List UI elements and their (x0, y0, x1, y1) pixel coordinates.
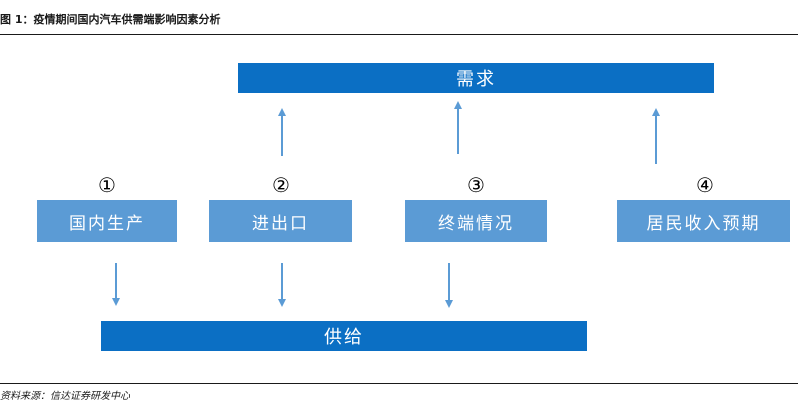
factor-terminal-situation: 终端情况 (405, 200, 547, 242)
top-rule (0, 34, 798, 35)
demand-bar: 需求 (238, 63, 714, 93)
factor-import-export: 进出口 (209, 200, 352, 242)
supply-bar: 供给 (101, 321, 587, 351)
factor-income-expectation: 居民收入预期 (617, 200, 790, 242)
factor-number-1: ① (98, 173, 116, 197)
source-note: 资料来源：信达证券研发中心 (0, 391, 130, 402)
factor-number-2: ② (272, 173, 290, 197)
factor-number-4: ④ (696, 173, 714, 197)
factor-number-3: ③ (467, 173, 485, 197)
figure-title: 图 1：疫情期间国内汽车供需端影响因素分析 (0, 13, 221, 26)
bottom-rule (0, 383, 798, 384)
factor-domestic-production: 国内生产 (37, 200, 177, 242)
